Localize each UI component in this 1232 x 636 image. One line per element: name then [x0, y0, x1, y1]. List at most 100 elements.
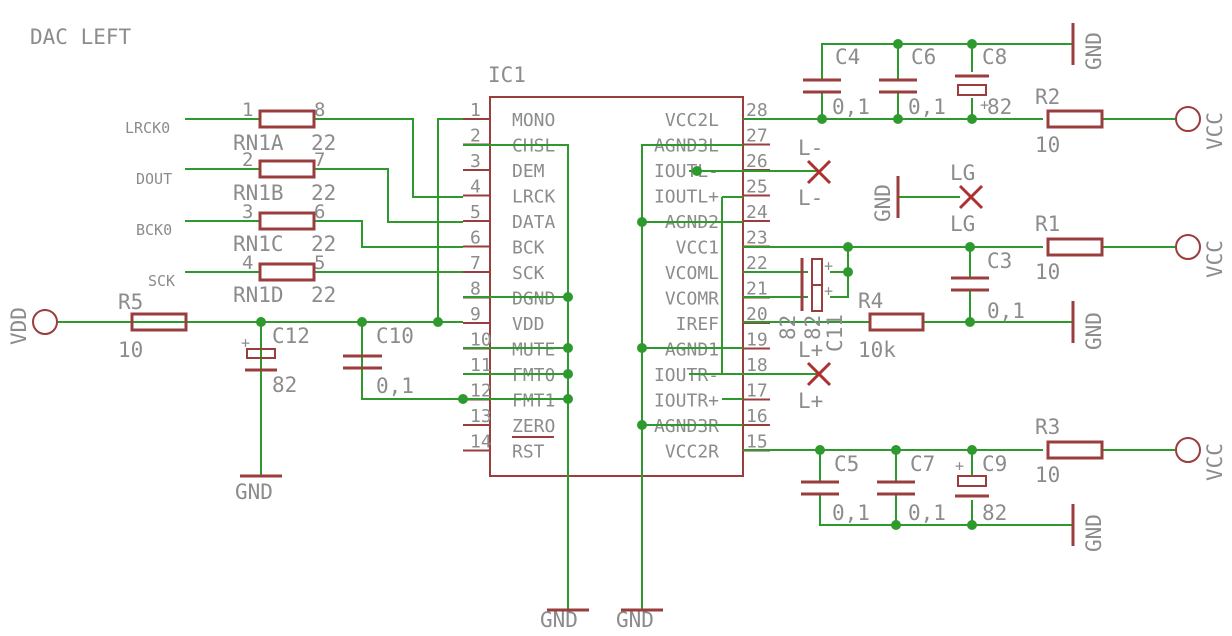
pin-number: 8 [470, 279, 481, 300]
pin-label: DEM [512, 161, 545, 182]
c3: C3 0,1 [951, 249, 1025, 323]
svg-text:L-: L- [798, 136, 823, 160]
pin-label: DGND [512, 289, 555, 310]
c5: C5 0,1 [801, 452, 870, 525]
pin-number: 14 [470, 432, 492, 453]
svg-text:1: 1 [242, 99, 253, 121]
r5: R5 10 [118, 290, 188, 362]
rn1c: 3 6 RN1C 22 [233, 201, 336, 256]
signal-sck: SCK [148, 272, 175, 290]
c4: C4 0,1 [803, 45, 870, 119]
pin-number: 21 [746, 279, 768, 300]
signal-dout: DOUT [136, 170, 172, 188]
pin-label: AGND1 [665, 340, 719, 361]
svg-text:L+: L+ [798, 389, 823, 413]
gnd-agnd: GND [616, 608, 663, 632]
svg-text:82: 82 [272, 373, 297, 397]
pin-label: ZERO [512, 416, 555, 437]
svg-text:4: 4 [242, 252, 253, 274]
pin-label: FMT1 [512, 391, 555, 412]
pin-label: VCOMR [665, 289, 719, 310]
pin-label: BCK [512, 238, 545, 259]
svg-text:GND: GND [616, 608, 654, 632]
ic1-pin-19: 19 AGND1 [665, 330, 770, 361]
pin-label: IOUTL+ [654, 187, 719, 208]
svg-text:C12: C12 [272, 324, 310, 348]
svg-text:VCC: VCC [1203, 443, 1227, 481]
svg-text:+: + [980, 96, 989, 114]
svg-text:C11: C11 [823, 314, 847, 352]
svg-text:+: + [955, 457, 964, 475]
svg-text:22: 22 [311, 232, 336, 256]
svg-text:RN1D: RN1D [233, 283, 284, 307]
pin-number: 23 [746, 228, 768, 249]
svg-text:C5: C5 [834, 452, 859, 476]
svg-text:22: 22 [311, 181, 336, 205]
ic1-pin-6: 6 BCK [463, 228, 545, 259]
pin-number: 27 [746, 126, 768, 147]
pin-number: 24 [746, 202, 768, 223]
pin-number: 22 [746, 253, 768, 274]
svg-text:LG: LG [950, 161, 975, 185]
gnd-dgnd: GND [540, 608, 589, 632]
pin-number: 25 [746, 177, 768, 198]
pin-label: AGND3R [654, 416, 719, 437]
ic1-name: IC1 [488, 63, 526, 87]
svg-text:C9: C9 [982, 452, 1007, 476]
svg-text:GND: GND [235, 480, 273, 504]
c7: C7 0,1 [877, 452, 946, 525]
svg-text:L-: L- [798, 186, 823, 210]
r2: R2 10 [1035, 85, 1104, 157]
svg-text:C8: C8 [982, 45, 1007, 69]
lg-output: GND LG LG [871, 161, 984, 236]
gnd-bottom: GND [1071, 504, 1106, 552]
rn1d: 4 5 RN1D 22 [233, 252, 336, 307]
pin-number: 20 [746, 304, 768, 325]
pin-label: MONO [512, 110, 555, 131]
signal-lrck: LRCK0 [125, 119, 170, 137]
pin-number: 2 [470, 126, 481, 147]
pin-label: VCOML [665, 263, 719, 284]
svg-text:82: 82 [776, 315, 800, 340]
ic1-pin-16: 16 AGND3R [654, 406, 770, 437]
svg-text:R3: R3 [1035, 415, 1060, 439]
svg-text:22: 22 [311, 131, 336, 155]
rn1a: 1 8 RN1A 22 [233, 99, 336, 155]
vcc-3: VCC [1175, 437, 1227, 481]
svg-text:10: 10 [1035, 260, 1060, 284]
pin-number: 5 [470, 202, 481, 223]
pin-number: 12 [470, 381, 492, 402]
svg-text:10: 10 [118, 338, 143, 362]
svg-text:0,1: 0,1 [832, 95, 870, 119]
pin-number: 6 [470, 228, 481, 249]
svg-text:82: 82 [982, 501, 1007, 525]
svg-text:RN1B: RN1B [233, 181, 284, 205]
c8: + C8 82 [955, 45, 1012, 119]
pin-number: 17 [746, 381, 768, 402]
ic1-pin-21: 21 VCOMR [665, 279, 770, 310]
pin-number: 19 [746, 330, 768, 351]
pin-label: VDD [512, 314, 545, 335]
vcc-1: VCC [1175, 234, 1227, 278]
pin-number: 7 [470, 253, 481, 274]
svg-text:C4: C4 [835, 45, 860, 69]
svg-text:LG: LG [950, 212, 975, 236]
svg-text:0,1: 0,1 [376, 374, 414, 398]
svg-text:3: 3 [242, 201, 253, 223]
svg-text:GND: GND [1082, 32, 1106, 70]
pin-number: 1 [470, 100, 481, 121]
svg-text:RN1C: RN1C [233, 232, 284, 256]
pin-number: 9 [470, 304, 481, 325]
pin-label: IOUTR+ [654, 391, 719, 412]
gnd-c3: GND [1071, 301, 1106, 350]
vcc-2: VCC [1175, 106, 1227, 150]
svg-text:0,1: 0,1 [908, 95, 946, 119]
pin-number: 16 [746, 406, 768, 427]
l-minus-output: L- L- [798, 136, 832, 210]
